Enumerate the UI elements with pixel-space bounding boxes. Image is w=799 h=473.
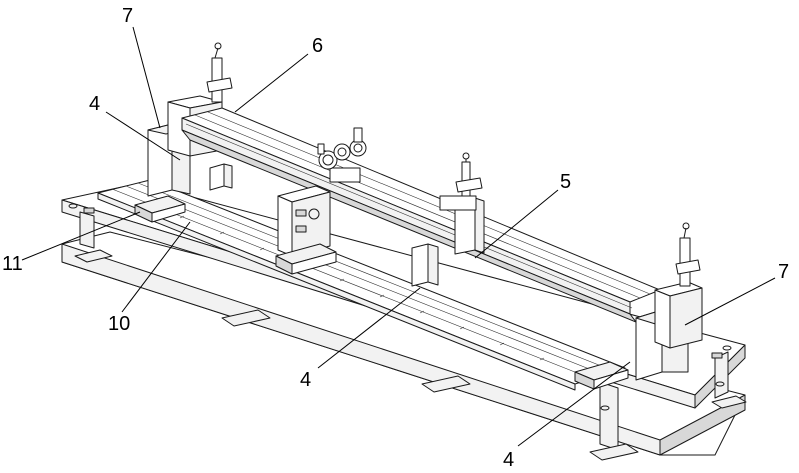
middle-toggle-clamp [440, 153, 482, 210]
callout-7-left: 7 [122, 5, 133, 27]
callout-7-right: 7 [778, 261, 789, 283]
callout-10: 10 [108, 313, 130, 335]
callout-5: 5 [560, 171, 571, 193]
callout-4-bottom: 4 [503, 449, 514, 471]
callout-4-top: 4 [89, 93, 100, 115]
callout-11: 11 [2, 253, 23, 275]
carriage-block [276, 186, 336, 274]
callout-4-middle: 4 [300, 369, 311, 391]
callout-6: 6 [312, 35, 323, 57]
